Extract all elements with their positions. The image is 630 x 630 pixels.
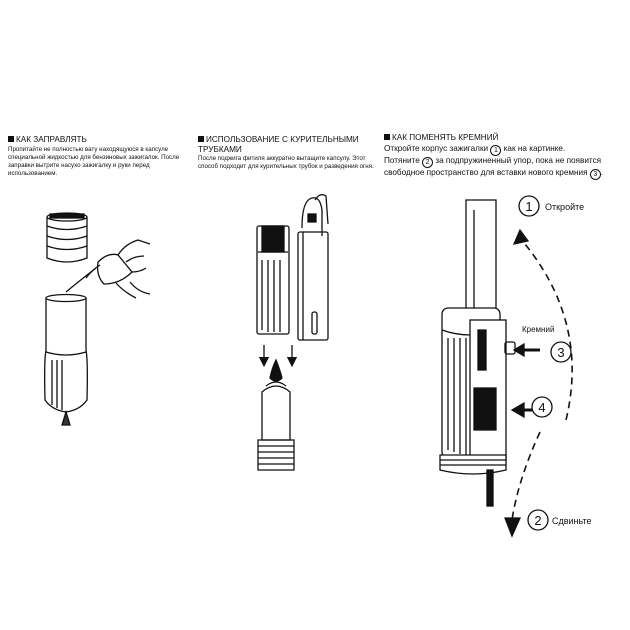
lighter-open-capsule	[256, 194, 329, 341]
slide-down-arrow	[511, 431, 541, 521]
section-body-refill: Пропитайте не полностью вату находящуюся…	[8, 145, 180, 177]
lighter-body-open	[439, 307, 507, 507]
step-1-number: 1	[525, 199, 532, 214]
lighter-body	[44, 293, 88, 426]
section-title-flint: КАК ПОМЕНЯТЬ КРЕМНИЙ	[384, 133, 624, 143]
section-replace-flint: КАК ПОМЕНЯТЬ КРЕМНИЙ Откройте корпус заж…	[384, 133, 624, 180]
step-1-label: Откройте	[545, 202, 584, 212]
section-title-refill: КАК ЗАПРАВЛЯТЬ	[8, 135, 193, 145]
step-1-marker: 1 Откройте	[518, 195, 584, 217]
section-body-pipes: После поджига фитиля аккуратно вытащите …	[198, 155, 374, 170]
down-arrows	[258, 345, 298, 368]
step-4-marker: 4	[531, 396, 553, 418]
step-4-number: 4	[538, 400, 545, 415]
capsule-cap	[46, 212, 88, 263]
step-2-marker: 2 Сдвиньте	[527, 509, 592, 531]
step-2-number: 2	[534, 513, 541, 528]
open-arc-arrow	[519, 237, 573, 421]
step-2-label: Сдвиньте	[552, 516, 592, 526]
step-number-3: 3	[589, 168, 601, 180]
lit-capsule	[257, 358, 295, 471]
flint-illustration	[439, 199, 573, 538]
fluid-bottle-hand	[65, 239, 151, 299]
flint-label: Кремний	[522, 325, 554, 334]
step-3-marker: 3	[550, 341, 572, 363]
pipe-use-illustration	[256, 194, 329, 471]
refill-illustration	[44, 212, 151, 426]
bullet-square-icon	[384, 134, 390, 140]
step-3-number: 3	[557, 345, 564, 360]
flint-piece	[504, 341, 516, 355]
section-how-to-refill: КАК ЗАПРАВЛЯТЬ Пропитайте не полностью в…	[8, 135, 193, 178]
bullet-square-icon	[8, 136, 14, 142]
bullet-square-icon	[198, 136, 204, 142]
section-body-flint: Откройте корпус зажигалки 1 как на карти…	[384, 143, 604, 180]
